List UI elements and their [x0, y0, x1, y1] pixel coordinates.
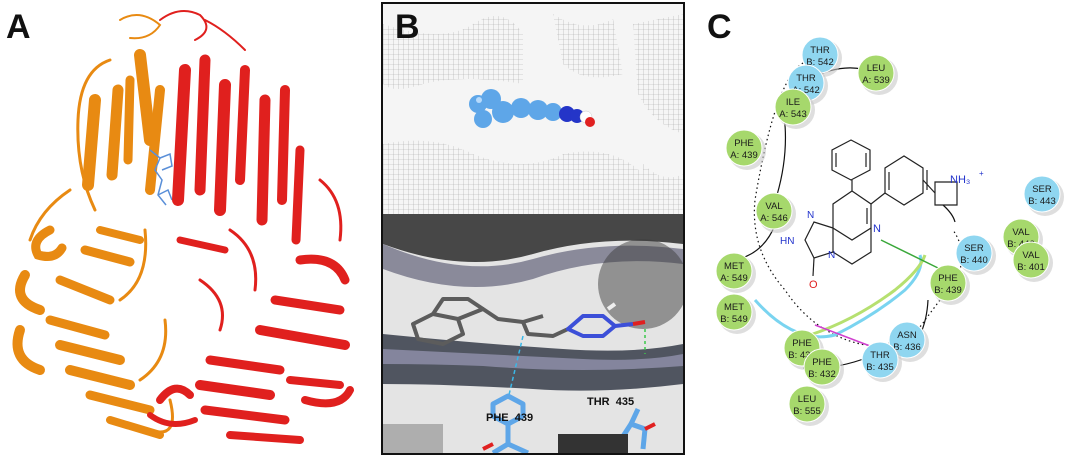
residue-name: THR: [870, 350, 890, 361]
residue-name: LEU: [798, 394, 817, 405]
panel-a: A: [0, 0, 375, 459]
panel-a-label: A: [6, 8, 31, 46]
atom-hn: HN: [780, 236, 794, 247]
residue-chain: A: 539: [862, 75, 889, 86]
residue-name: PHE: [792, 338, 812, 349]
residue-name: VAL: [765, 201, 782, 212]
residue-chain: A: 439: [730, 150, 757, 161]
atom-n-pyridine: N: [873, 223, 881, 235]
residue-chain: A: 549: [720, 273, 747, 284]
residue-chain: B: 542: [806, 57, 833, 68]
atom-n-triazole-top: N: [807, 210, 814, 221]
residue-chain: A: 546: [760, 213, 787, 224]
residue-name: SER: [964, 243, 984, 254]
mesh-surface-view: [383, 4, 683, 214]
panel-c-label: C: [707, 8, 732, 46]
residue-name: THR: [810, 45, 830, 56]
residue-name: PHE: [812, 357, 832, 368]
pocket-outline: [753, 62, 963, 346]
residue-name: THR: [796, 73, 816, 84]
ligand-spheres: [469, 89, 595, 128]
residue-name: MET: [724, 261, 744, 272]
residue-chain: B: 439: [934, 285, 961, 296]
ligand-structure: [804, 139, 958, 277]
residue-name: SER: [1032, 184, 1052, 195]
residue-name: PHE: [734, 138, 754, 149]
residue-name: ASN: [897, 330, 917, 341]
atom-n-bridge: N: [828, 250, 835, 261]
residue-name: LEU: [867, 63, 886, 74]
residue-sticks: [490, 393, 648, 453]
residue-chain: A: 543: [779, 109, 806, 120]
residue-chain: B: 401: [1017, 262, 1044, 273]
residue-chain: B: 549: [720, 314, 747, 325]
atom-nh3: NH₃: [950, 174, 970, 186]
residue-name: VAL: [1022, 250, 1039, 261]
atom-o: O: [809, 279, 818, 291]
residue-chain: B: 443: [1028, 196, 1055, 207]
residue-name: PHE: [938, 273, 958, 284]
panel-b: B PHE 439 THR 435: [381, 2, 685, 455]
atom-charge: +: [979, 169, 984, 178]
binding-pocket-views: [383, 4, 683, 453]
hydrophobic-arc: [809, 254, 927, 337]
residue-label-phe439: PHE 439: [486, 412, 534, 424]
residue-name: VAL: [1012, 227, 1029, 238]
residue-chain: B: 436: [893, 342, 920, 353]
residue-chain: B: 432: [808, 369, 835, 380]
residue-name: MET: [724, 302, 744, 313]
solvent-exposure-arc: [753, 254, 923, 339]
residue-chain: A: 542: [792, 85, 819, 96]
panel-c: C: [695, 0, 1065, 459]
residue-name: ILE: [786, 97, 800, 108]
residue-chain: B: 440: [960, 255, 987, 266]
residue-chain: B: 555: [793, 406, 820, 417]
tunnel-surface-view: [383, 214, 683, 453]
residue-chain: B: 435: [866, 362, 893, 373]
protein-ribbon-structure: [12, 10, 354, 444]
pi-pi-line: [880, 239, 939, 269]
panel-b-label: B: [395, 8, 420, 46]
residue-chain: B: 431: [788, 350, 815, 361]
hbond-line: [814, 324, 871, 347]
residue-label-thr435: THR 435: [587, 396, 635, 408]
